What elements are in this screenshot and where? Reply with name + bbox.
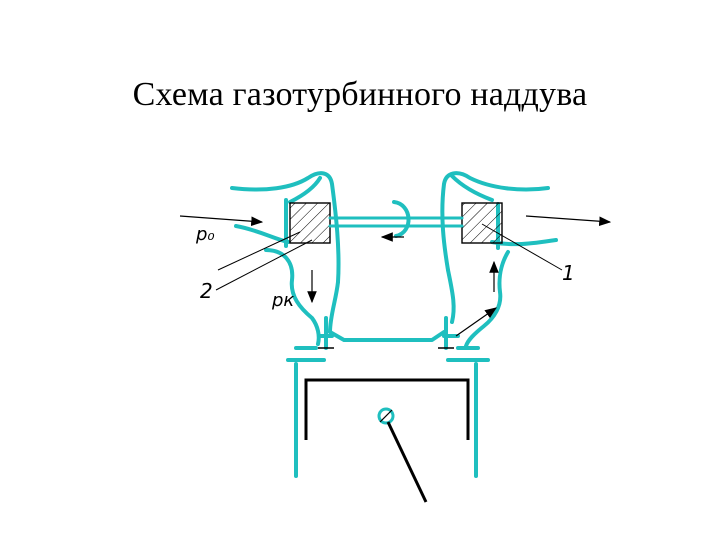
cylinder-head bbox=[286, 316, 490, 362]
piston bbox=[304, 378, 470, 440]
label-p0: p₀ bbox=[195, 224, 215, 245]
air-inlet-arrow bbox=[179, 215, 264, 226]
exhaust-outlet-arrow bbox=[525, 215, 612, 227]
compressor-housing bbox=[230, 171, 341, 346]
flow-arrows bbox=[179, 215, 612, 337]
label-two: 2 bbox=[200, 279, 213, 303]
compressor-wheel bbox=[289, 202, 331, 244]
label-one: 1 bbox=[562, 261, 575, 285]
exhaust-port-arrow bbox=[455, 307, 497, 337]
leader-lines bbox=[215, 223, 563, 291]
slide-title: Схема газотурбинного наддува bbox=[132, 76, 588, 113]
connecting-rod bbox=[386, 421, 428, 503]
rotation-arrow bbox=[380, 200, 411, 242]
label-pk: pк bbox=[271, 290, 294, 311]
turbine-housing bbox=[440, 171, 558, 348]
turbo-shaft bbox=[328, 216, 464, 228]
turbine-wheel bbox=[461, 202, 503, 244]
engine-cylinder bbox=[294, 362, 478, 478]
